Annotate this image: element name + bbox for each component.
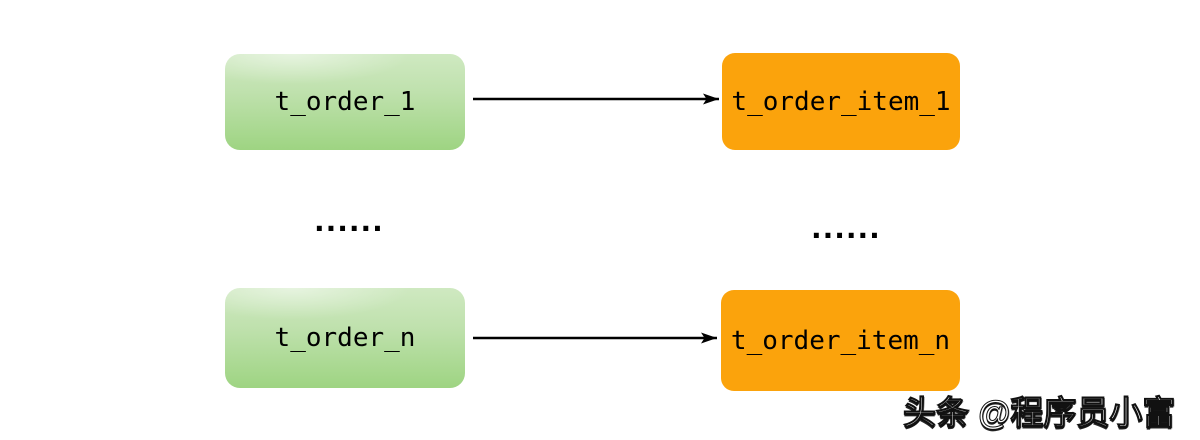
table-node-label: t_order_1 [274,87,416,117]
table-node-t-order-n: t_order_n [225,288,465,388]
table-node-label: t_order_n [274,323,416,353]
table-node-t-order-item-n: t_order_item_n [721,290,960,391]
watermark-text: 头条 @程序员小富 [902,394,1176,432]
ellipsis-right: ...... [811,212,881,245]
table-node-t-order-item-1: t_order_item_1 [722,53,960,150]
ellipsis-left: ...... [314,205,384,238]
table-node-label: t_order_item_1 [731,86,951,117]
table-node-t-order-1: t_order_1 [225,54,465,150]
table-node-label: t_order_item_n [730,325,951,356]
